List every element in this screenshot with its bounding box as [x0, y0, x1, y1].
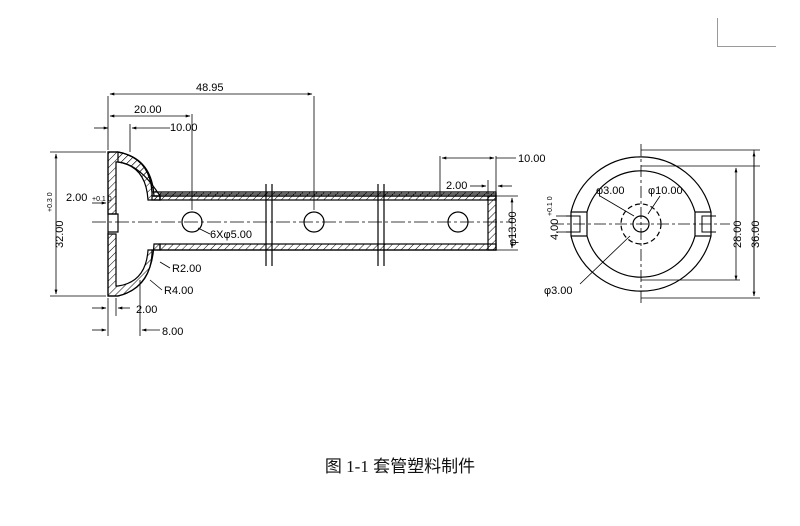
side-center-lines [552, 144, 730, 306]
dim-8-00: 8.00 [162, 326, 183, 338]
dim-phi-10: φ10.00 [648, 185, 683, 197]
dim-32-00: 32.00 [54, 220, 66, 248]
dim-10-00-end: 10.00 [518, 153, 546, 165]
front-dimensions [50, 92, 518, 336]
dim-2-00-bottom: 2.00 [136, 304, 157, 316]
dim-4-00-tol: +0.1 0 [547, 196, 554, 216]
dim-phi-13: φ13.00 [507, 211, 519, 246]
flange-wall-top [107, 151, 161, 215]
dim-32-tol: +0.3 0 [47, 192, 54, 212]
radius-inner: R2.00 [172, 263, 201, 275]
dim-36-00: 36.00 [750, 220, 762, 248]
dim-2-00-slot: 2.00 [66, 192, 87, 204]
dim-10-00-top: 10.00 [170, 122, 198, 134]
end-cap-hatch [487, 195, 497, 251]
dim-4-00: 4.00 [549, 219, 561, 240]
dim-20-00: 20.00 [134, 104, 162, 116]
front-dimension-text: 48.95 20.00 10.00 32.00 +0.3 0 2.00 +0.1… [47, 82, 546, 338]
side-dimension-text: φ3.00 φ10.00 4.00 +0.1 0 28.00 36.00 φ3.… [544, 185, 762, 297]
radius-outer: R4.00 [164, 285, 193, 297]
hole-callout: 6Xφ5.00 [210, 229, 252, 241]
front-view [107, 151, 497, 297]
tube-wall-top [159, 193, 497, 201]
dim-phi-3-top: φ3.00 [596, 185, 625, 197]
page-corner-mark [717, 18, 776, 47]
dim-phi-3-bottom: φ3.00 [544, 285, 573, 297]
tube-wall-bottom [159, 243, 497, 251]
flange-slot [108, 213, 119, 233]
wall-top-hatch [117, 151, 497, 201]
dim-48-95: 48.95 [196, 82, 224, 94]
flange-outline [107, 151, 497, 297]
side-dimensions [556, 149, 760, 299]
dim-28-00: 28.00 [732, 220, 744, 248]
dim-2-00-end: 2.00 [446, 180, 467, 192]
flange-wall-bottom [107, 233, 161, 297]
dim-2-00-tol: +0.1 0 [92, 196, 112, 203]
figure-caption: 图 1-1 套管塑料制件 [324, 457, 476, 476]
